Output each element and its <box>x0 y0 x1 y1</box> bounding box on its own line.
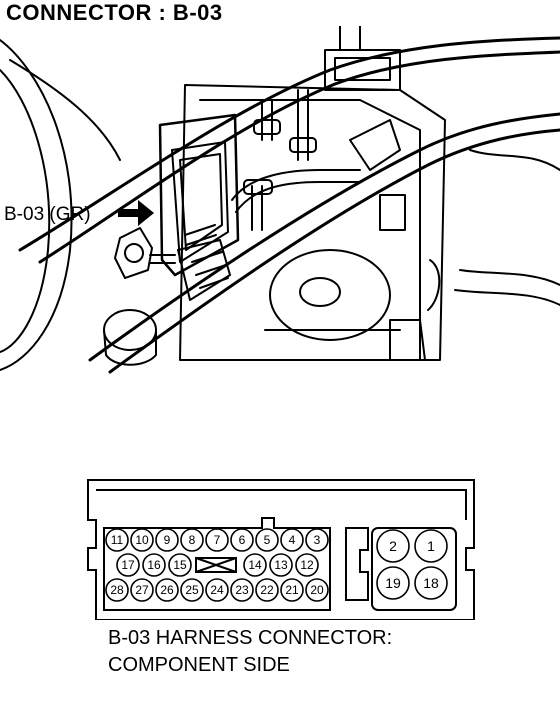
pin-label: 11 <box>111 533 124 547</box>
pin-label: 22 <box>260 583 274 597</box>
pin-label: 27 <box>135 583 149 597</box>
pin-label: 5 <box>264 533 271 547</box>
pin-label: 28 <box>110 583 124 597</box>
pin-26: 26 <box>155 578 179 602</box>
pin-13: 13 <box>269 553 293 577</box>
pin-label: 13 <box>274 558 288 572</box>
pin-label: 19 <box>385 575 401 591</box>
pin-12: 12 <box>295 553 319 577</box>
pin-label: 1 <box>427 538 435 554</box>
pin-label: 8 <box>189 533 196 547</box>
caption-line-1: B-03 HARNESS CONNECTOR: <box>108 627 393 649</box>
pin-8: 8 <box>180 528 204 552</box>
pin-16: 16 <box>142 553 166 577</box>
pin-label: 4 <box>289 533 296 547</box>
pin-28: 28 <box>105 578 129 602</box>
pin-5: 5 <box>255 528 279 552</box>
pin-label: 10 <box>135 533 149 547</box>
pin-11: 11 <box>105 528 129 552</box>
pin-9: 9 <box>155 528 179 552</box>
pin-23: 23 <box>230 578 254 602</box>
engine-bay-illustration <box>0 26 560 374</box>
pin-20: 20 <box>305 578 329 602</box>
pin-6: 6 <box>230 528 254 552</box>
pin-3: 3 <box>305 528 329 552</box>
pin-label: 25 <box>185 583 199 597</box>
pin-label: 9 <box>164 533 171 547</box>
pin-2: 2 <box>376 529 410 563</box>
pin-18: 18 <box>414 566 448 600</box>
pin-22: 22 <box>255 578 279 602</box>
pin-7: 7 <box>205 528 229 552</box>
pin-10: 10 <box>130 528 154 552</box>
pin-17: 17 <box>116 553 140 577</box>
pin-25: 25 <box>180 578 204 602</box>
pin-label: 14 <box>248 558 262 572</box>
pin-label: 2 <box>389 538 397 554</box>
pin-label: 7 <box>214 533 221 547</box>
pin-label: 17 <box>121 558 135 572</box>
pin-label: 18 <box>423 575 439 591</box>
pin-label: 16 <box>147 558 161 572</box>
pin-19: 19 <box>376 566 410 600</box>
caption-line-2: COMPONENT SIDE <box>108 654 290 676</box>
pin-label: 3 <box>314 533 321 547</box>
pin-27: 27 <box>130 578 154 602</box>
pin-21: 21 <box>280 578 304 602</box>
pin-label: 12 <box>300 558 314 572</box>
pin-label: 15 <box>173 558 187 572</box>
callout-arrow <box>118 200 154 226</box>
pin-24: 24 <box>205 578 229 602</box>
connector-title: CONNECTOR : B-03 <box>6 0 223 25</box>
pin-label: 23 <box>235 583 249 597</box>
pin-4: 4 <box>280 528 304 552</box>
connector-shell <box>87 479 475 620</box>
callout-label: B-03 (GR) <box>4 204 91 225</box>
pin-label: 21 <box>285 583 299 597</box>
pin-label: 24 <box>210 583 224 597</box>
pin-label: 20 <box>310 583 324 597</box>
pin-label: 26 <box>160 583 174 597</box>
pin-1: 1 <box>414 529 448 563</box>
pin-label: 6 <box>239 533 246 547</box>
pin-15: 15 <box>168 553 192 577</box>
pin-14: 14 <box>243 553 267 577</box>
